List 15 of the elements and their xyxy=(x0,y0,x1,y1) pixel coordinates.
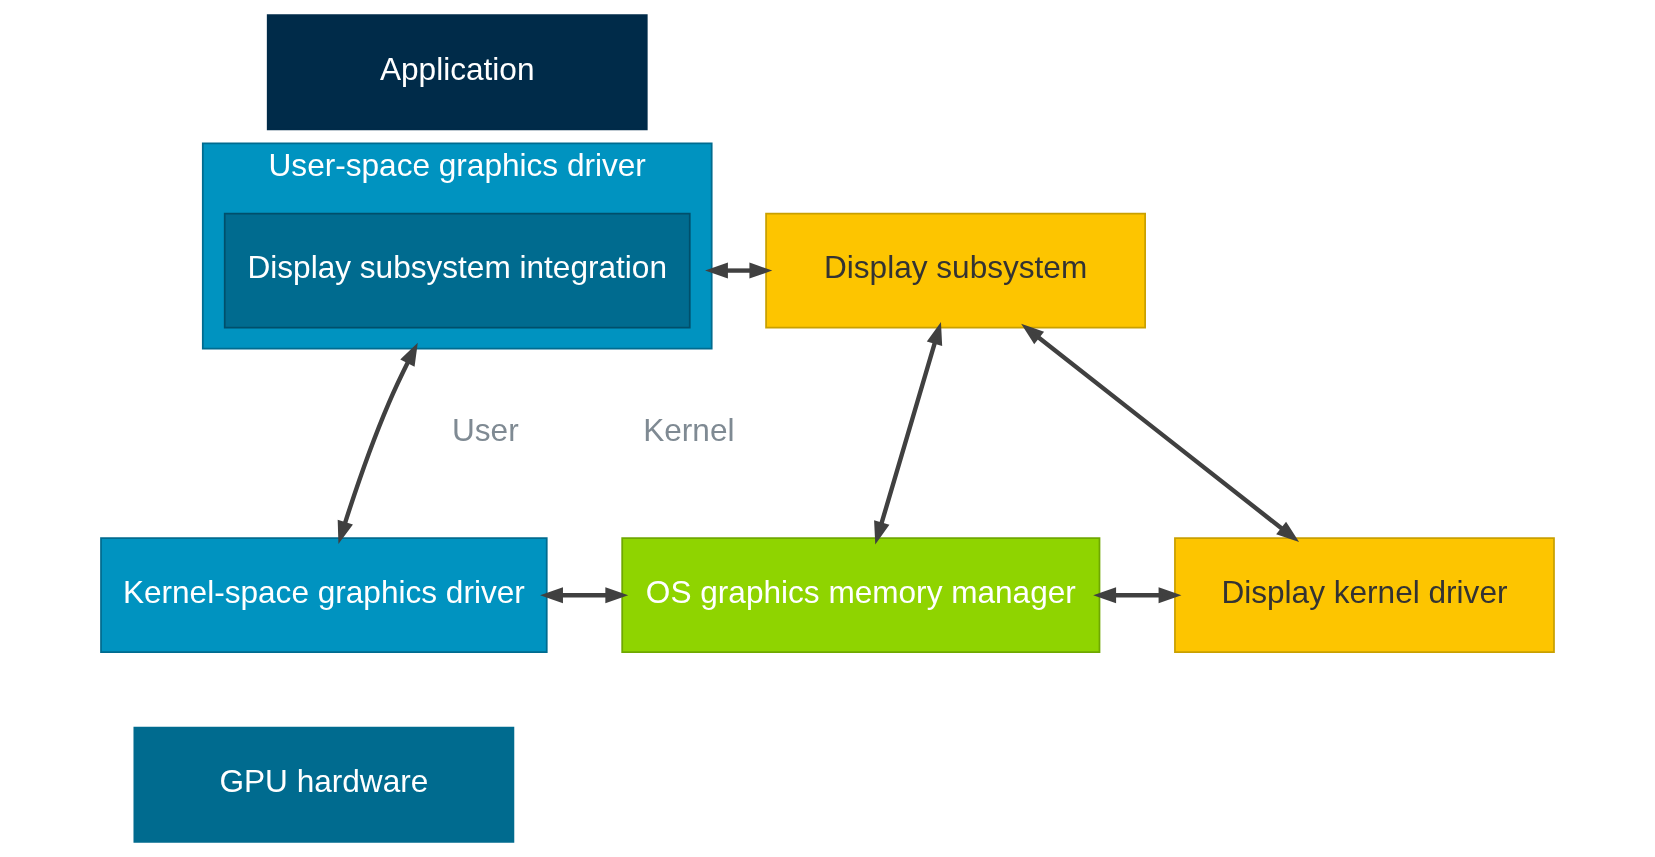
arrow xyxy=(705,262,773,279)
node-box: Display kernel driver xyxy=(1174,537,1555,654)
node-box: Application xyxy=(266,14,648,131)
arrow xyxy=(874,321,943,545)
node-box: Display subsystem integration xyxy=(223,212,691,329)
label: User xyxy=(451,411,519,448)
arrow xyxy=(1093,587,1182,604)
node-box: GPU hardware xyxy=(133,726,515,843)
arrow xyxy=(337,342,418,544)
label: Kernel xyxy=(643,411,735,448)
arrow xyxy=(540,587,629,604)
node-box: Kernel-space graphics driver xyxy=(100,537,548,654)
node-box: Display subsystem xyxy=(765,212,1146,329)
node-box: OS graphics memory manager xyxy=(621,537,1101,654)
arrow xyxy=(1021,323,1300,543)
